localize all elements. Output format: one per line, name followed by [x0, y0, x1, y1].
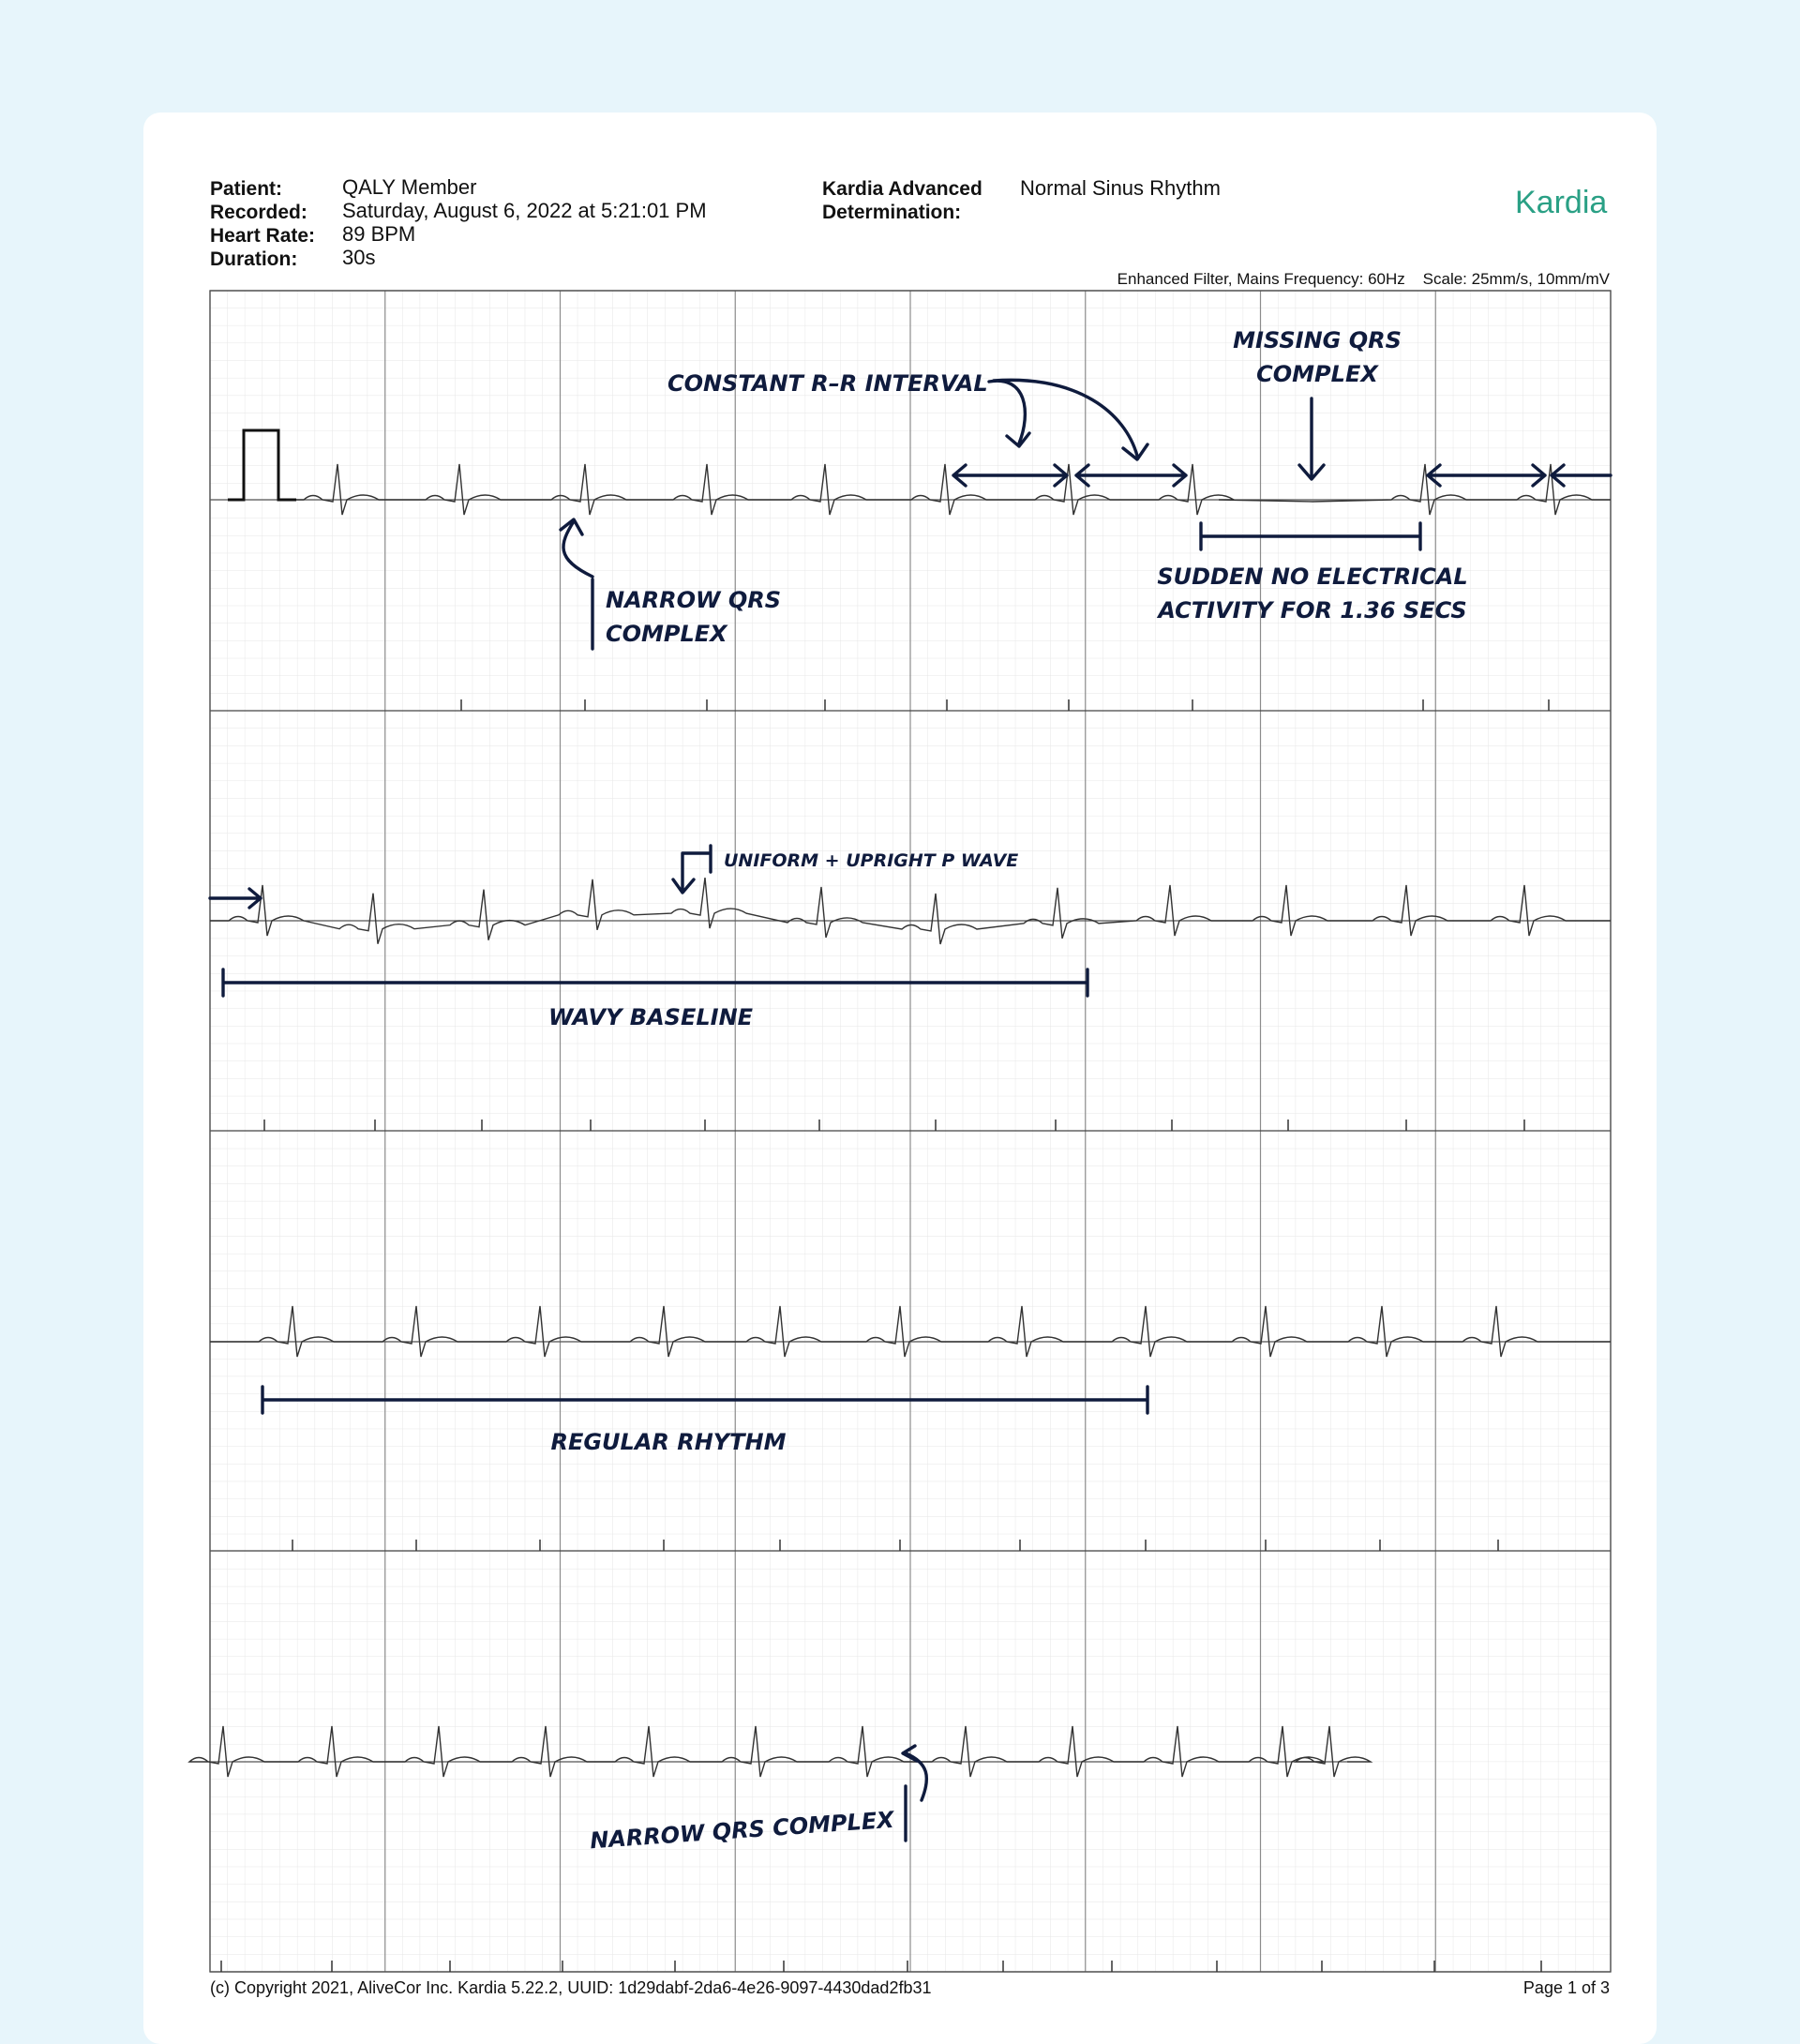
wavy-baseline-bracket: [221, 968, 1089, 998]
annotation-marks: [208, 378, 1612, 1842]
wavy-baseline-label: WAVY BASELINE: [548, 1004, 754, 1030]
sudden-label-2: ACTIVITY FOR 1.36 SECS: [1156, 597, 1466, 624]
narrow-qrs-label-2: COMPLEX: [606, 621, 728, 647]
rr-interval-arrow-3: [1426, 463, 1547, 488]
calibration-pulse: [228, 428, 296, 502]
patient-label: Patient:: [210, 178, 283, 200]
narrow-qrs-arrow: [559, 518, 594, 579]
strip-border: [209, 290, 1612, 1973]
rr-interval-arrow-1: [952, 463, 1069, 488]
regular-rhythm-label: REGULAR RHYTHM: [550, 1429, 786, 1455]
rr-interval-arrow-4: [1550, 463, 1612, 488]
recorded-label: Recorded:: [210, 202, 308, 223]
filter-scale-text: Enhanced Filter, Mains Frequency: 60Hz S…: [1117, 270, 1610, 288]
uniform-p-label: UNIFORM + UPRIGHT P WAVE: [724, 850, 1018, 871]
regular-rhythm-bracket: [261, 1385, 1149, 1415]
determination-label-2: Determination:: [822, 202, 962, 223]
narrow-qrs-label-1: NARROW QRS: [606, 587, 781, 613]
recorded-value: Saturday, August 6, 2022 at 5:21:01 PM: [342, 199, 707, 222]
missing-qrs-arrow: [1298, 397, 1326, 481]
ecg-trace: [188, 1725, 1373, 1778]
determination-label-1: Kardia Advanced: [822, 178, 982, 200]
duration-value: 30s: [342, 246, 376, 269]
duration-label: Duration:: [210, 248, 298, 270]
ecg-trace: [296, 463, 1611, 516]
narrow-qrs-bottom-arrow: [901, 1744, 929, 1802]
kardia-logo: Kardia: [1515, 185, 1608, 220]
copyright-footer: (c) Copyright 2021, AliveCor Inc. Kardia…: [210, 1978, 932, 1997]
pause-bracket: [1199, 521, 1422, 551]
heart-rate-label: Heart Rate:: [210, 225, 316, 247]
missing-qrs-label-2: COMPLEX: [1256, 361, 1379, 387]
continuation-arrow: [208, 887, 262, 909]
rr-interval-arrow-2: [1074, 463, 1188, 488]
rr-curve-arrow-2: [992, 378, 1139, 458]
determination-value: Normal Sinus Rhythm: [1020, 176, 1221, 200]
p-wave-arrow: [671, 844, 712, 894]
missing-qrs-label-1: MISSING QRS: [1233, 327, 1402, 353]
heart-rate-value: 89 BPM: [342, 222, 416, 246]
ecg-trace: [210, 877, 1611, 945]
page-number: Page 1 of 3: [1522, 1978, 1610, 1997]
patient-value: QALY Member: [342, 175, 477, 199]
sudden-label-1: SUDDEN NO ELECTRICAL: [1157, 564, 1467, 590]
constant-rr-label: CONSTANT R–R INTERVAL: [668, 370, 988, 397]
ecg-trace: [210, 1305, 1611, 1358]
